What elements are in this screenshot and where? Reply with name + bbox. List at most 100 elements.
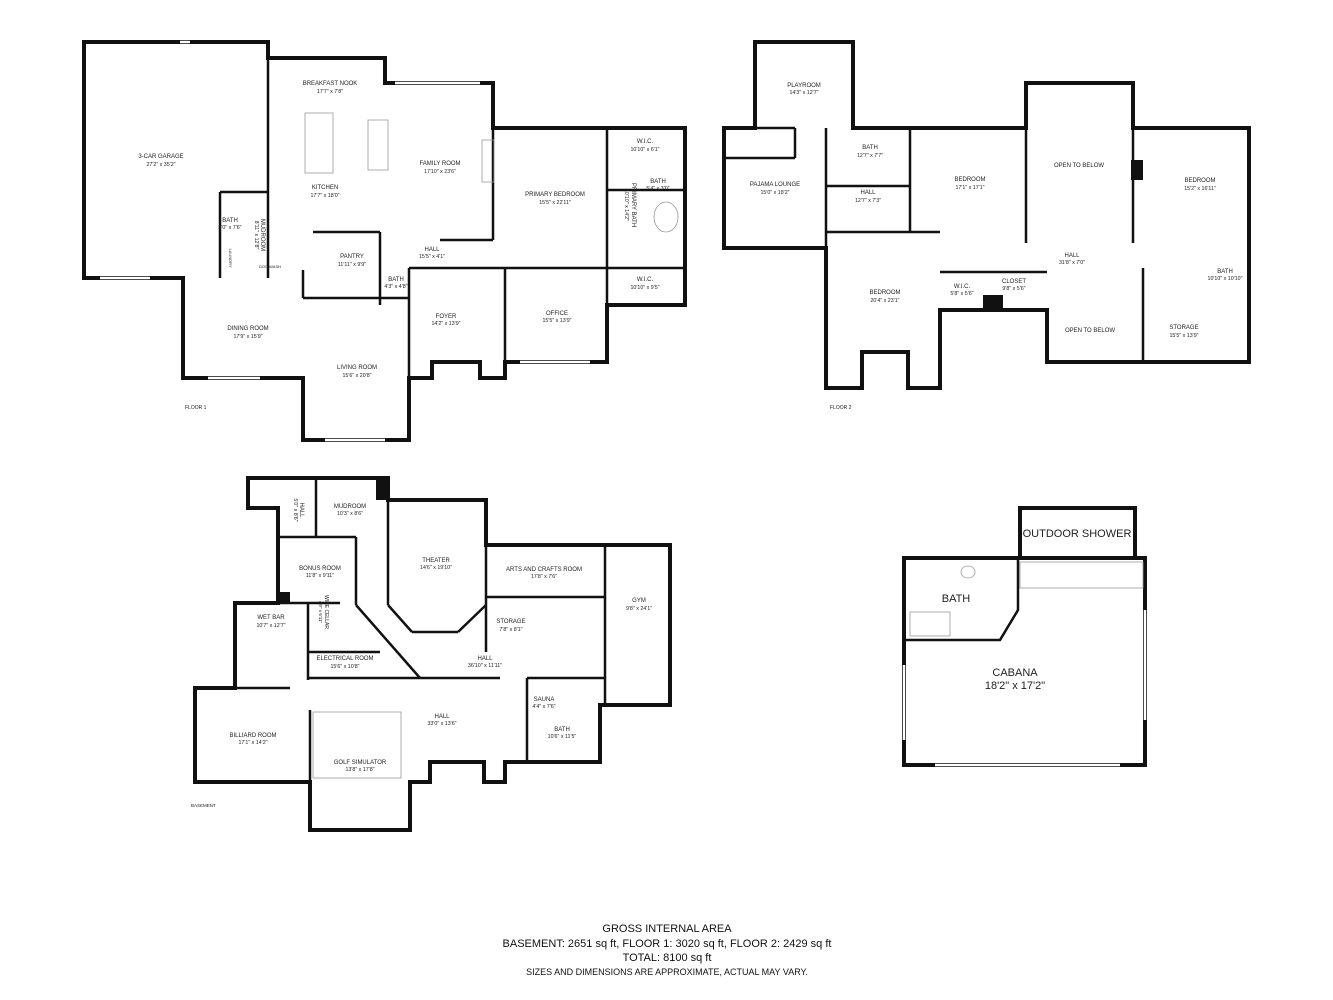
room-name: PLAYROOM [787,83,821,89]
room-dim: 10'10" x 10'10" [1208,276,1243,282]
room-name: BATH [554,727,570,733]
floor-1-windows [100,40,590,442]
room-name: HALL [424,247,440,253]
room-name: W.I.C. [637,277,654,283]
room-dim: 33'0" x 13'6" [427,721,456,727]
room-name: BATH [862,145,878,151]
room-dim: 15'6" x 20'8" [342,373,371,379]
room-dim: 14'6" x 19'10" [420,565,452,571]
room-name: STORAGE [1169,325,1198,331]
room-dim: 17'7" x 7'8" [317,89,343,95]
room-dim: 15'0" x 18'2" [760,190,789,196]
room-dim: 31'8" x 7'0" [1059,260,1085,266]
room-dim: 9'8" x 5'6" [1002,286,1025,292]
room-dim: 10'10" x 6'1" [630,147,659,153]
room-name: BATH [388,277,404,283]
room-name: BATH [222,218,238,224]
room-dim: 18'2" x 17'2" [985,680,1045,692]
basement [193,476,672,832]
room-name: BILLIARD ROOM [229,733,276,739]
room-dim: 5'0" x 7'6" [218,225,241,231]
room-name: CABANA [992,667,1038,679]
floor-1 [82,40,687,442]
room-dim: 11'11" x 9'9" [338,262,366,268]
room-dim: 7'8" x 8'1" [499,627,522,633]
floor-1-interior-walls [218,42,685,378]
area-summary: GROSS INTERNAL AREA BASEMENT: 2651 sq ft… [503,923,832,977]
room-dim: 17'8" x 7'6" [531,574,557,580]
area-breakdown: BASEMENT: 2651 sq ft, FLOOR 1: 3020 sq f… [503,938,832,950]
room-name: ARTS AND CRAFTS ROOM [506,567,582,573]
room-dim: 17'1" x 14'2" [238,740,267,746]
room-name: HALL [298,502,304,518]
cabana-outline [902,556,1147,767]
room-dim: 15'5" x 13'9" [1169,333,1198,339]
basement-interior-walls [235,478,607,782]
room-name: CLOSET [1002,279,1026,285]
room-dim: 15'5" x 22'11" [539,200,571,206]
room-name: OUTDOOR SHOWER [1023,528,1132,540]
room-dim: 4'4" x 7'6" [532,704,555,710]
room-name: WINE CELLAR [323,595,329,629]
room-name: PAJAMA LOUNGE [750,182,800,188]
room-dim: 15'5" x 4'1" [419,254,445,260]
room-dim: 15'5" x 13'9" [542,318,571,324]
room-name: FAMILY ROOM [419,161,460,167]
room-dim: 12'7" x 7'7" [857,153,883,159]
room-name: PANTRY [340,254,364,260]
room-dim: 9'8" x 24'1" [626,606,652,612]
room-name: W.I.C. [954,284,971,290]
floor-1-labels: BREAKFAST NOOK 17'7" x 7'8" 3-CAR GARAGE… [138,81,669,411]
room-name: BEDROOM [954,177,985,183]
room-dim: 11'8" x 9'11" [306,573,334,579]
room-dim: 14'2" x 13'9" [431,321,460,327]
room-dim: 5'4" x 3'0" [646,186,669,192]
room-dim: 14'3" x 12'7" [789,90,818,96]
room-name: 3-CAR GARAGE [138,154,183,160]
room-dim: 5'8" x 5'6" [950,291,973,297]
room-name: BATH [942,593,971,605]
room-name: LIVING ROOM [337,365,377,371]
room-dim: 17'7" x 18'0" [310,193,339,199]
room-dim: 10'6" x 11'5" [548,734,577,740]
floor-1-label: FLOOR 1 [185,405,207,411]
room-name: GOLF SIMULATOR [334,760,387,766]
floor-2-label: FLOOR 2 [830,405,852,411]
room-name: OPEN TO BELOW [1054,163,1104,169]
room-name: BATH [650,179,666,185]
room-name: DOG WASH [259,264,281,269]
room-name: BREAKFAST NOOK [303,81,358,87]
room-name: STORAGE [496,619,525,625]
room-name: LAUNDRY [228,248,233,267]
room-name: FOYER [436,314,457,320]
room-name: ELECTRICAL ROOM [316,656,373,662]
cabana [902,506,1147,767]
basement-labels: MUDROOM 10'3" x 8'6" HALL 5'0" x 8'6" BO… [191,498,652,808]
room-name: PRIMARY BEDROOM [525,192,585,198]
room-name: SAUNA [534,697,555,703]
room-name: BATH [1217,269,1233,275]
room-name: BEDROOM [1184,178,1215,184]
room-name: BONUS ROOM [299,566,341,572]
room-name: OPEN TO BELOW [1065,328,1115,334]
room-name: GYM [632,598,646,604]
room-dim: 12'7" x 7'3" [855,198,881,204]
room-name: HALL [477,656,493,662]
room-dim: 36'10" x 11'11" [468,663,502,669]
room-dim: 10'3" x 8'6" [337,511,363,517]
room-dim: 10'10" x 14'2" [623,189,629,221]
room-dim: 15'6" x 10'8" [330,664,359,670]
floor-2-outline [722,40,1251,390]
room-dim: 4'9" x 6'11" [318,601,323,624]
floor-2 [722,40,1251,390]
room-dim: 5'0" x 8'6" [292,498,298,521]
basement-outline [193,476,672,832]
room-name: DINING ROOM [227,326,268,332]
room-name: BEDROOM [869,290,900,296]
floor-2-interior-walls [724,126,1145,362]
basement-label: BASEMENT [191,803,216,808]
room-dim: 10'7" x 12'7" [256,623,285,629]
room-name: THEATER [422,558,450,564]
cabana-labels: OUTDOOR SHOWER BATH CABANA 18'2" x 17'2" [942,528,1132,692]
